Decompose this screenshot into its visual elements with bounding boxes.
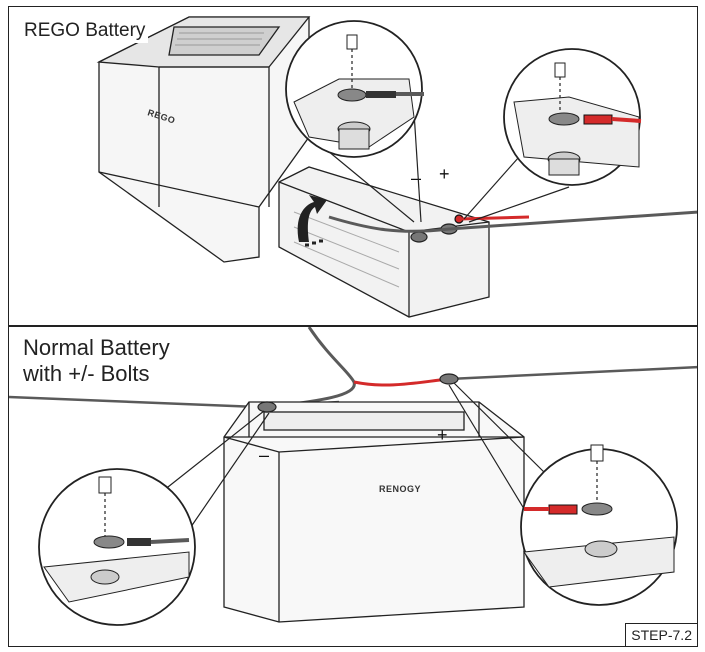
normal-battery-illustration: RENOGY – + bbox=[9, 327, 697, 626]
battery-tray bbox=[278, 166, 490, 318]
top-cable-red bbox=[458, 215, 530, 221]
zoom-positive-terminal bbox=[463, 48, 642, 223]
direction-arrow-icon bbox=[297, 195, 327, 247]
panel-title-rego: REGO Battery bbox=[21, 19, 149, 43]
battery-terminals bbox=[257, 373, 459, 413]
zoom-negative-terminal bbox=[285, 20, 424, 223]
bottom-cable-grey-top bbox=[268, 327, 356, 409]
bottom-cable-red bbox=[353, 377, 450, 387]
rego-battery-panel: REGO – + bbox=[8, 6, 698, 326]
bottom-negative-label: – bbox=[259, 445, 269, 465]
zoom-negative-bolt bbox=[38, 410, 270, 626]
rego-battery bbox=[96, 16, 311, 263]
bottom-cable-grey-right bbox=[448, 365, 697, 381]
panel-title-line2: with +/- Bolts bbox=[23, 361, 150, 386]
top-negative-label: – bbox=[411, 168, 421, 188]
top-cable-grey bbox=[328, 210, 697, 233]
panel-title-line1: Normal Battery bbox=[23, 335, 170, 360]
zoom-positive-bolt bbox=[448, 382, 678, 606]
rego-battery-illustration: REGO – + bbox=[96, 16, 697, 318]
top-positive-label: + bbox=[439, 164, 450, 184]
renogy-brand-logo: RENOGY bbox=[379, 484, 421, 494]
normal-battery bbox=[223, 401, 525, 623]
bottom-positive-label: + bbox=[437, 425, 448, 445]
step-label: STEP-7.2 bbox=[625, 623, 697, 646]
panel-title-normal: Normal Battery with +/- Bolts bbox=[23, 335, 170, 387]
normal-battery-panel: RENOGY – + bbox=[8, 326, 698, 647]
